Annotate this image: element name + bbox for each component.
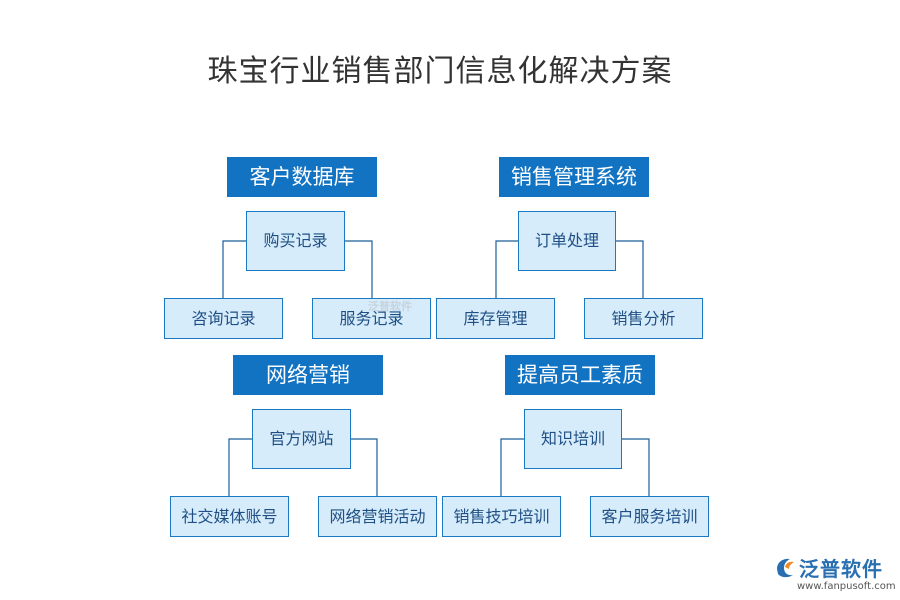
node-official-website: 官方网站 [252,409,351,469]
connector-line [222,240,246,298]
node-online-campaigns: 网络营销活动 [318,496,437,537]
connector-line [500,438,524,496]
node-sales-skills-training: 销售技巧培训 [442,496,561,537]
node-purchase-records: 购买记录 [246,211,345,271]
page-title: 珠宝行业销售部门信息化解决方案 [207,54,673,89]
brand-logo: 泛普软件 www.fanpusoft.com [773,553,896,595]
node-social-media: 社交媒体账号 [170,496,289,537]
node-inventory-management: 库存管理 [436,298,555,339]
group-header-online-marketing: 网络营销 [233,355,383,395]
group-header-customer-db: 客户数据库 [227,157,377,197]
fanpu-logo-icon [777,558,794,578]
connector-line [495,240,518,298]
connector-line [351,438,378,496]
group-header-staff-quality: 提高员工素质 [505,355,655,395]
node-customer-service-training: 客户服务培训 [590,496,709,537]
logo-name: 泛普软件 [799,557,883,581]
node-knowledge-training: 知识培训 [524,409,622,469]
group-header-sales-system: 销售管理系统 [499,157,649,197]
watermark: 泛普软件 [368,300,412,313]
connector-line [345,240,373,298]
connector-line [228,438,252,496]
connector-line [622,438,650,496]
node-order-processing: 订单处理 [518,211,616,271]
logo-url: www.fanpusoft.com [797,581,896,592]
node-sales-analysis: 销售分析 [584,298,703,339]
node-consultation-records: 咨询记录 [164,298,283,339]
connector-line [616,240,644,298]
node-service-records: 服务记录 [312,298,431,339]
